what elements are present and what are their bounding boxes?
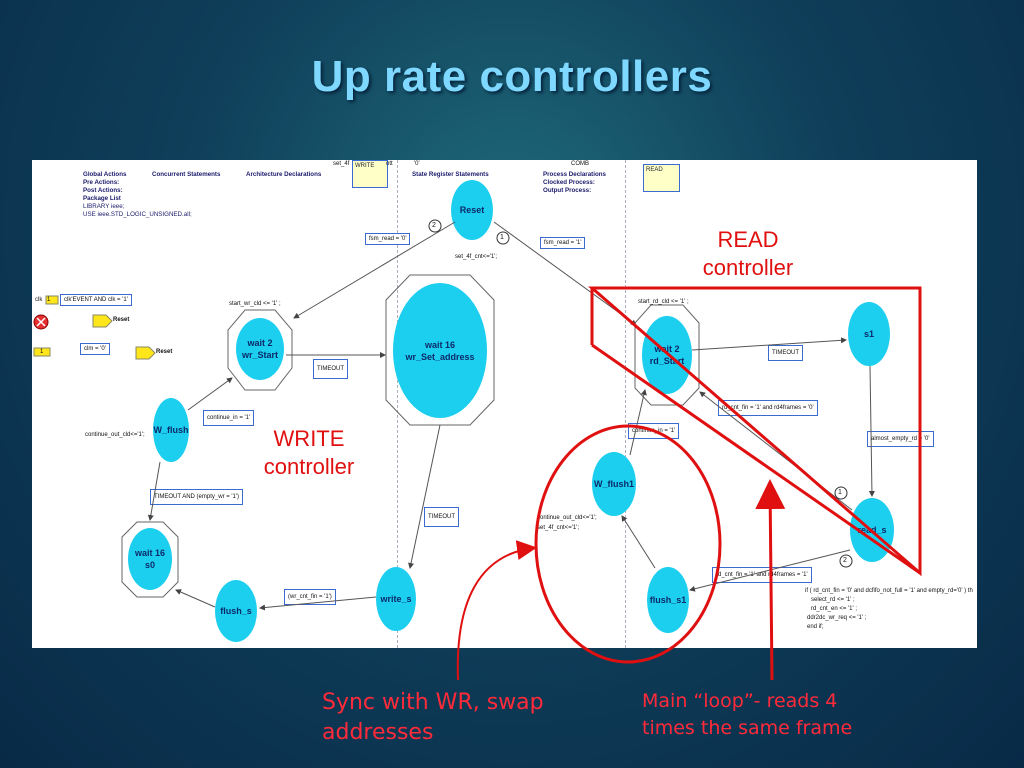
label-fsm-read-0: fsm_read = '0' (365, 233, 411, 245)
label-continue-out-2: continue_out_cld<='1'; (537, 515, 597, 521)
sync-ellipse (534, 424, 722, 664)
state-write-s[interactable]: write_s (376, 567, 416, 631)
label-continue-out-1: continue_out_cld<='1'; (85, 432, 145, 438)
header-architecture: Architecture Declarations (246, 171, 322, 178)
slide-title: Up rate controllers (311, 52, 713, 101)
sync-note: Sync with WR, swap addresses (322, 690, 544, 745)
header-top-comb: COMB (571, 161, 589, 167)
header-process: Process Declarations Clocked Process: Ou… (543, 171, 606, 194)
flag-num: 1 (47, 297, 51, 303)
label-rd-cnt-fin-1: rd_cnt_fin = '1' and rd4frames = '0' (718, 400, 818, 416)
loop-note: Main “loop”- reads 4 times the same fram… (642, 690, 853, 739)
header-concurrent: Concurrent Statements (152, 171, 221, 178)
label-wr-cnt-fin: (wr_cnt_fin = '1') (284, 589, 336, 605)
state-w-flush[interactable]: W_flush (153, 398, 189, 462)
header-top-o: '0' (414, 161, 420, 167)
label-timeout-empty: TIMEOUT AND (empty_wr = '1') (150, 489, 244, 505)
priority-num: 1 (500, 234, 504, 241)
label-almost-empty: almost_empty_rd = '0' (867, 431, 934, 447)
label-timeout-3: TIMEOUT (768, 345, 803, 361)
label-fsm-read-1: fsm_read = '1' (540, 237, 586, 249)
label-timeout-1: TIMEOUT (313, 359, 348, 379)
header-top-ot: ott (386, 161, 393, 167)
state-reset[interactable]: Reset (451, 180, 493, 240)
reset-label-2: Reset (156, 349, 173, 355)
clk-condition: clk'EVENT AND clk = '1' (60, 294, 132, 306)
read-controller-outline (587, 286, 922, 577)
priority-num: 1 (838, 489, 842, 496)
label-start-wr: start_wr_cld <= '1' ; (229, 301, 281, 307)
label-set-4f-2: set_4f_cnt<='1'; (537, 525, 579, 531)
priority-num: 2 (432, 222, 436, 229)
label-timeout-2: TIMEOUT (424, 507, 459, 527)
octagon-wr-set-address (385, 274, 495, 426)
label-set-4f: set_4f_cnt<='1'; (455, 254, 497, 260)
flag-num: 1 (40, 349, 44, 355)
state-s1[interactable]: s1 (848, 302, 890, 366)
state-w-flush1[interactable]: W_flush1 (592, 452, 636, 516)
write-tag-box: WRITE (352, 160, 388, 188)
label-rd-cnt-fin-2: rd_cnt_fin = '1' and rd4frames = '1' (712, 567, 812, 583)
column-divider (397, 160, 398, 648)
column-divider (625, 160, 626, 648)
octagon-rd-start (634, 304, 700, 406)
reset-label-1: Reset (113, 317, 130, 323)
read-code-block: if ( rd_cnt_fin = '0' and dcfifo_not_ful… (805, 588, 973, 630)
read-tag-box: READ (643, 164, 680, 192)
state-flush-s1[interactable]: flush_s1 (647, 567, 689, 633)
header-global-actions: Global Actions Pre Actions: Post Actions… (83, 171, 192, 218)
write-controller-label: WRITE controller (263, 426, 355, 479)
octagon-s0 (121, 521, 179, 598)
header-top-set: set_4f (333, 161, 350, 167)
clk-label: clk (35, 297, 43, 303)
octagon-wr-start (227, 309, 293, 391)
header-state-register: State Register Statements (412, 171, 489, 178)
priority-num: 2 (843, 557, 847, 564)
label-continue-in-1: continue_in = '1' (203, 410, 255, 426)
clm-condition: clm = '0' (80, 343, 110, 355)
state-flush-s[interactable]: flush_s (215, 580, 257, 642)
read-controller-label: READ controller (702, 227, 794, 280)
label-start-rd: start_rd_cld <= '1' ; (638, 299, 689, 305)
